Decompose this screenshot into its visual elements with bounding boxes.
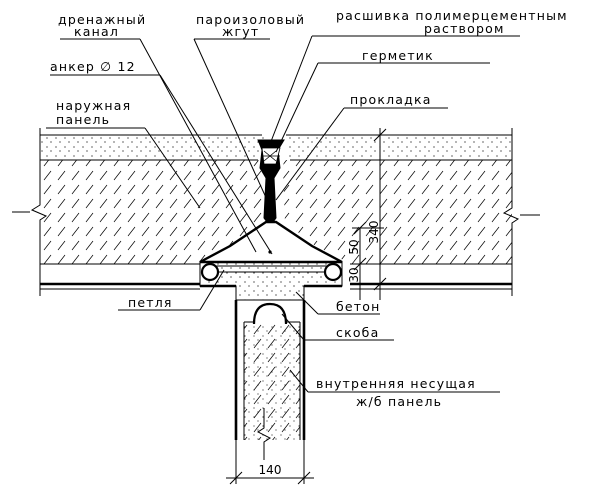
leader-lines (46, 35, 520, 393)
inner-panel (234, 300, 306, 460)
label-outer-panel-2: панель (56, 112, 110, 127)
labels: дренажный канал пароизоловый жгут расшив… (50, 8, 568, 409)
label-jointing-2: раствором (424, 21, 505, 36)
label-loop: петля (128, 295, 173, 310)
label-anchor: анкер ∅ 12 (50, 59, 136, 74)
label-drainage-channel-2: канал (74, 24, 119, 39)
dim-50: 50 (347, 239, 361, 254)
label-jointing-1: расшивка полимерцементным (336, 8, 568, 23)
label-bracket: скоба (336, 325, 379, 340)
label-outer-panel-1: наружная (56, 98, 131, 113)
dim-340: 340 (367, 221, 381, 244)
outer-panel-left (40, 134, 268, 290)
dimension-horizontal (226, 440, 314, 485)
joint-seal (257, 139, 285, 227)
label-gasket: прокладка (350, 92, 432, 107)
outer-panel-right (283, 134, 512, 290)
break-lines (12, 128, 540, 296)
dimension-vertical (352, 128, 387, 300)
label-inner-panel-1: внутренняя несущая (316, 376, 476, 391)
label-sealant: герметик (362, 48, 434, 63)
label-vapor-barrier-2: жгут (222, 24, 259, 39)
dim-30: 30 (347, 267, 361, 282)
label-drainage-channel-1: дренажный (58, 12, 146, 27)
dim-140: 140 (259, 463, 282, 477)
bracket (252, 302, 288, 325)
drainage-channels (200, 262, 343, 282)
label-inner-panel-2: ж/б панель (356, 394, 442, 409)
label-vapor-barrier-1: пароизоловый (196, 12, 305, 27)
label-concrete: бетон (336, 299, 381, 314)
